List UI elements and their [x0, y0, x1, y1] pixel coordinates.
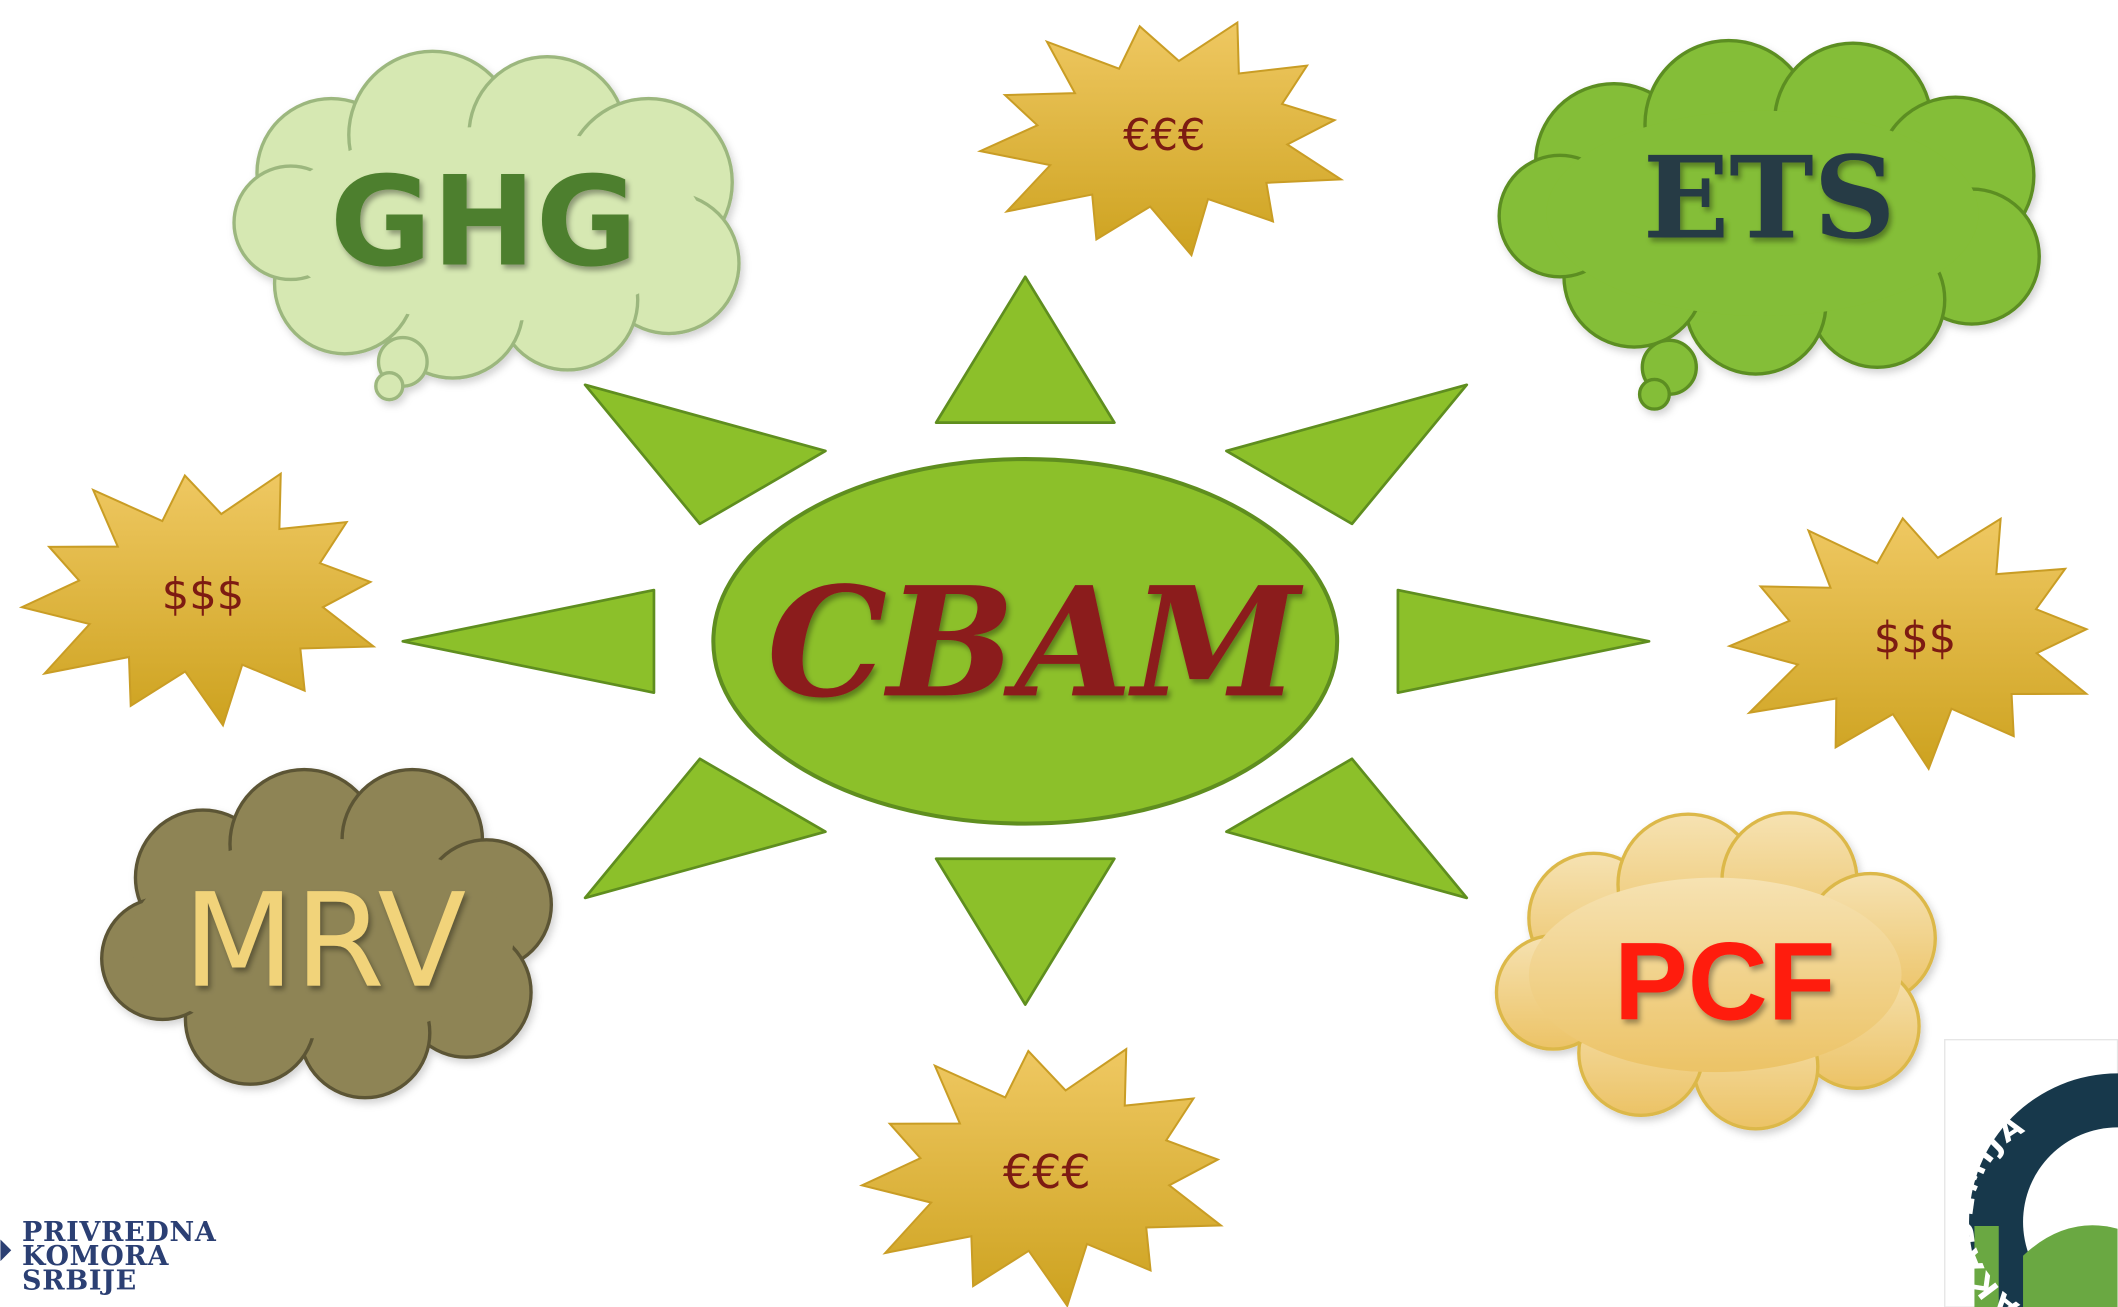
ets-label: ETS	[1643, 132, 1896, 265]
ray-right	[1396, 588, 1651, 695]
ray-bottom-right	[1225, 757, 1469, 900]
burst-label: $$$	[1874, 613, 1956, 663]
ray-left	[401, 588, 656, 695]
burst-shape	[1726, 516, 2090, 772]
burst-right-dollar: $$$	[1726, 516, 2090, 772]
center-node: CBAM	[711, 457, 1340, 826]
burst-top-euro: €€€	[976, 20, 1345, 258]
ray-bottom	[934, 857, 1116, 1006]
pcf-cloud: PCF	[1494, 811, 1937, 1131]
burst-shape	[858, 1047, 1224, 1307]
mrv-cloud: MRV	[100, 767, 554, 1100]
akademija-badge: AKADEMIJA	[1944, 1038, 2118, 1307]
center-label: CBAM	[767, 553, 1304, 731]
logo-line-2: KOMORA	[22, 1241, 169, 1272]
logo-line-3: SRBIJE	[22, 1265, 137, 1296]
burst-label: $$$	[162, 570, 244, 620]
burst-bottom-euro: €€€	[858, 1047, 1224, 1307]
logo-privredna-komora: PRIVREDNA KOMORA SRBIJE	[0, 1217, 217, 1296]
ghg-cloud: GHG	[232, 49, 741, 402]
ray-top-left	[583, 383, 827, 526]
logo-line-1: PRIVREDNA	[22, 1217, 217, 1248]
sun-rays	[401, 275, 1651, 1006]
burst-layer: €€€ $$$ $$$ €€€	[18, 20, 2090, 1307]
ets-cloud: ETS	[1497, 38, 2041, 411]
burst-label: €€€	[1123, 111, 1205, 161]
logo-mark-icon	[0, 1239, 12, 1262]
mrv-label: MRV	[183, 866, 466, 1017]
ray-top-right	[1225, 383, 1469, 526]
pcf-label: PCF	[1614, 920, 1835, 1043]
burst-label: €€€	[1003, 1145, 1091, 1199]
burst-shape	[18, 471, 377, 728]
ghg-label: GHG	[330, 151, 638, 295]
burst-left-dollar: $$$	[18, 471, 377, 728]
ray-bottom-left	[583, 757, 827, 900]
burst-shape	[976, 20, 1345, 258]
ray-top	[934, 275, 1116, 424]
